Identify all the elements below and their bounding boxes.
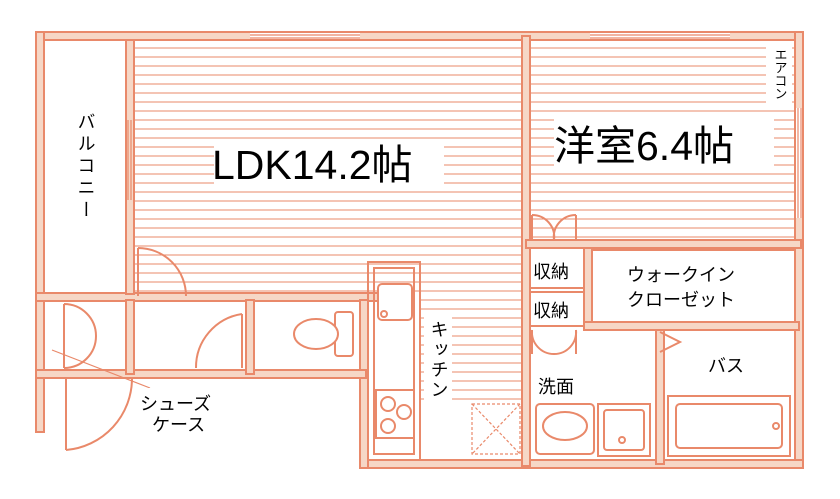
windows	[127, 33, 802, 218]
room-label-washroom: 洗面	[538, 377, 574, 398]
walkin-closet	[591, 249, 796, 323]
label-shoes-2: ケース	[152, 415, 205, 436]
room-label-storage-1: 収納	[533, 262, 569, 283]
toilet-room	[253, 300, 361, 371]
entrance-door	[137, 247, 187, 297]
genkan-area	[43, 300, 151, 451]
washroom-fixtures	[535, 331, 683, 457]
room-label-ldk: LDK14.2帖	[212, 142, 413, 188]
room-label-western: 洋室6.4帖	[554, 123, 734, 169]
kitchen-counter	[367, 261, 421, 461]
closet-door	[194, 313, 243, 369]
storage-closets	[529, 213, 585, 356]
room-label-walkin-1: ウォークイン	[627, 265, 735, 286]
label-shoes-1: シューズ	[140, 394, 211, 415]
bathtub	[667, 395, 791, 457]
room-label-walkin-2: クローゼット	[627, 290, 735, 311]
balcony-area	[43, 39, 127, 294]
fridge-space	[471, 403, 521, 455]
label-aircon: エアコン	[772, 48, 787, 100]
room-label-balcony: バルコニー	[75, 112, 96, 222]
room-label-kitchen: キッチン	[428, 320, 449, 400]
room-label-storage-2: 収納	[533, 301, 569, 322]
room-label-bath: バス	[708, 356, 744, 377]
